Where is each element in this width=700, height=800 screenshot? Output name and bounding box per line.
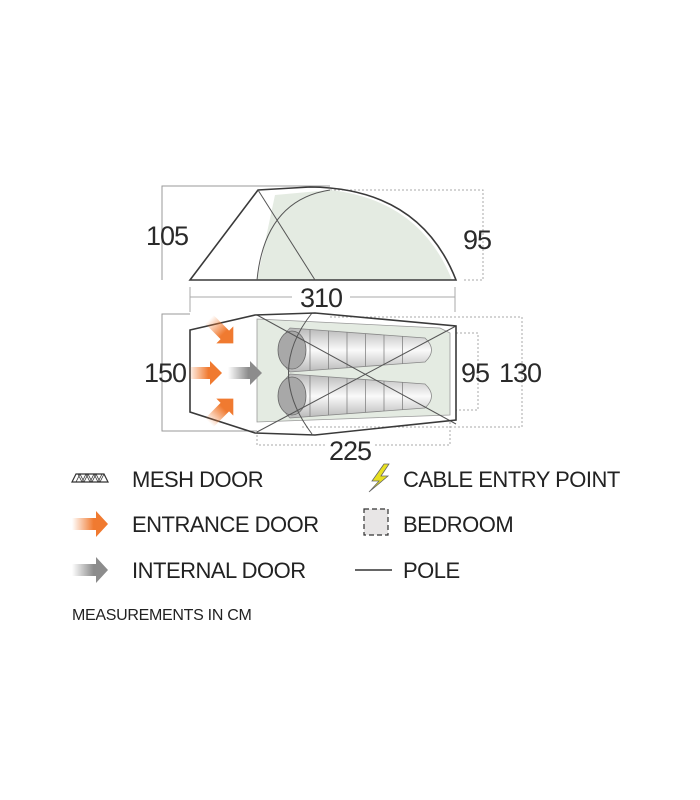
measurement-note: MEASUREMENTS IN CM: [72, 607, 252, 624]
front-width-label: 150: [144, 358, 186, 388]
mesh-door-icon: [71, 473, 109, 483]
inner-length-label: 225: [329, 436, 371, 466]
inner-width-label: 95: [461, 358, 489, 388]
plan-view: 150 95 130 225: [144, 312, 542, 466]
legend-entrance-door: ENTRANCE DOOR: [132, 512, 319, 537]
internal-door-icon: [72, 557, 108, 583]
pole-arc-plan: [288, 312, 313, 435]
legend-pole: POLE: [403, 558, 460, 583]
inner-width-dimension-line: [456, 332, 479, 411]
inner-tent-side: [257, 190, 452, 280]
rear-height-label: 95: [463, 225, 491, 255]
pole-diagonal-side: [257, 189, 316, 281]
rear-width-dimension-line: [300, 316, 523, 428]
side-view: 105 95 310: [146, 185, 492, 313]
total-length-label: 310: [300, 283, 342, 313]
pole-cross-1: [256, 314, 457, 425]
rear-width-label: 130: [499, 358, 541, 388]
entrance-door-arrows: [188, 315, 234, 427]
entrance-door-icon: [72, 511, 108, 537]
legend-cable-entry-point: CABLE ENTRY POINT: [403, 467, 620, 492]
legend-internal-door: INTERNAL DOOR: [132, 558, 306, 583]
flysheet-side-outline: [188, 186, 458, 281]
bedroom-icon: [363, 508, 389, 536]
front-width-dimension-line: [161, 313, 257, 432]
pole-cross-2: [256, 325, 457, 433]
front-height-label: 105: [146, 221, 188, 251]
rear-height-dimension-line: [330, 189, 484, 281]
front-height-dimension-line: [161, 185, 330, 280]
legend-bedroom: BEDROOM: [403, 512, 514, 537]
pole-arc-side: [256, 189, 331, 281]
cable-entry-lightning-icon: [368, 463, 390, 493]
legend-mesh-door: MESH DOOR: [132, 467, 264, 492]
internal-door-arrow: [228, 361, 262, 385]
